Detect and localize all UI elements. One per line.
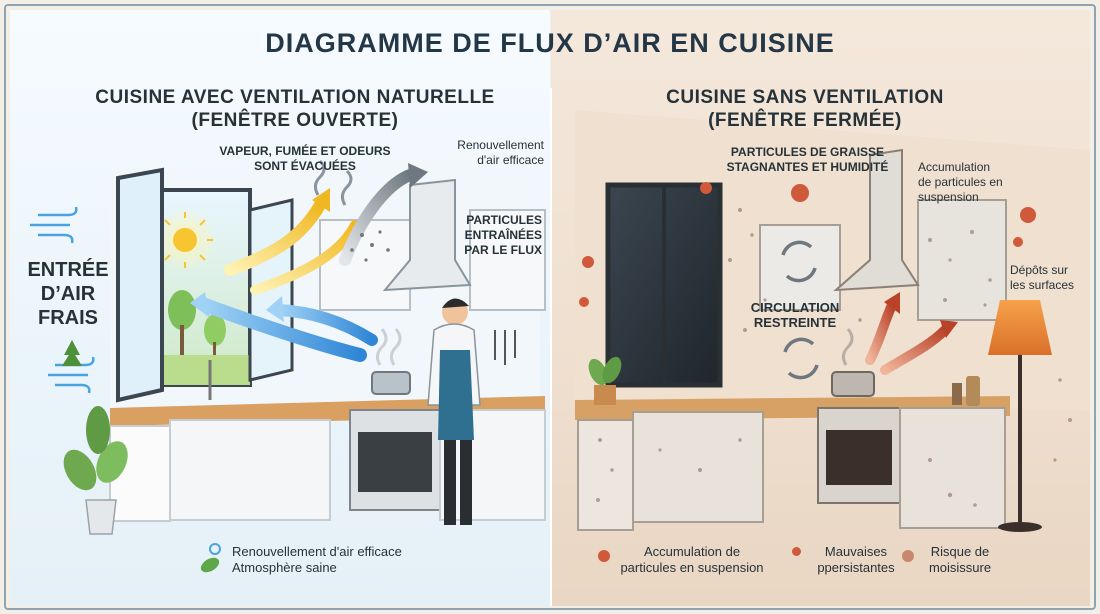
left-heading: CUISINE AVEC VENTILATION NATURELLE (FENÊ… (95, 87, 495, 131)
label-particles-carried: PARTICULES ENTRAÎNÉES PAR LE FLUX (464, 213, 542, 257)
left-legend: Renouvellement d'air efficace Atmosphère… (232, 544, 402, 575)
wind-icon (30, 206, 95, 394)
legend-item-odors: Mauvaises ppersistantes (817, 544, 895, 575)
label-fresh-air-inlet: ENTRÉE D’AIR FRAIS (27, 259, 109, 329)
panel-divider (550, 88, 552, 606)
tree-icon (64, 340, 80, 355)
page-title: DIAGRAMME DE FLUX D’AIR EN CUISINE (265, 28, 835, 58)
fresh-air-arrow (198, 298, 367, 362)
exhaust-arrow (224, 199, 326, 276)
floor-lamp (988, 300, 1052, 532)
label-grease-humidity: PARTICULES DE GRAISSE STAGNANTES ET HUMI… (726, 145, 889, 174)
label-restricted-circulation: CIRCULATION RESTREINTE (750, 300, 840, 330)
chef-figure (427, 298, 481, 525)
plant-decoration (63, 406, 128, 535)
legend-item-mold: Risque de moisissure (928, 544, 992, 575)
label-steam-evacuated: VAPEUR, FUMÉE ET ODEURS SONT ÉVACUÉES (219, 144, 391, 173)
right-heading: CUISINE SANS VENTILATION (FENÊTRE FERMÉE… (666, 87, 944, 131)
legend-bullet-mold (902, 550, 914, 562)
label-renewal-top: Renouvellement d'air efficace (457, 138, 544, 167)
eco-leaf-icon (200, 543, 221, 573)
label-accumulation-top: Accumulation de particules en suspension (918, 160, 1003, 204)
legend-item-accumulation: Accumulation de particules en suspension (620, 544, 764, 575)
label-surface-deposits: Dépôts sur les surfaces (1010, 263, 1075, 292)
restricted-circulation-icon (781, 240, 819, 380)
legend-bullet-odors (792, 547, 801, 556)
legend-bullet-accumulation (598, 550, 610, 562)
grease-particles (579, 182, 1036, 307)
stale-air-arrow (865, 300, 897, 365)
open-window (116, 167, 294, 403)
closed-window (605, 182, 723, 388)
